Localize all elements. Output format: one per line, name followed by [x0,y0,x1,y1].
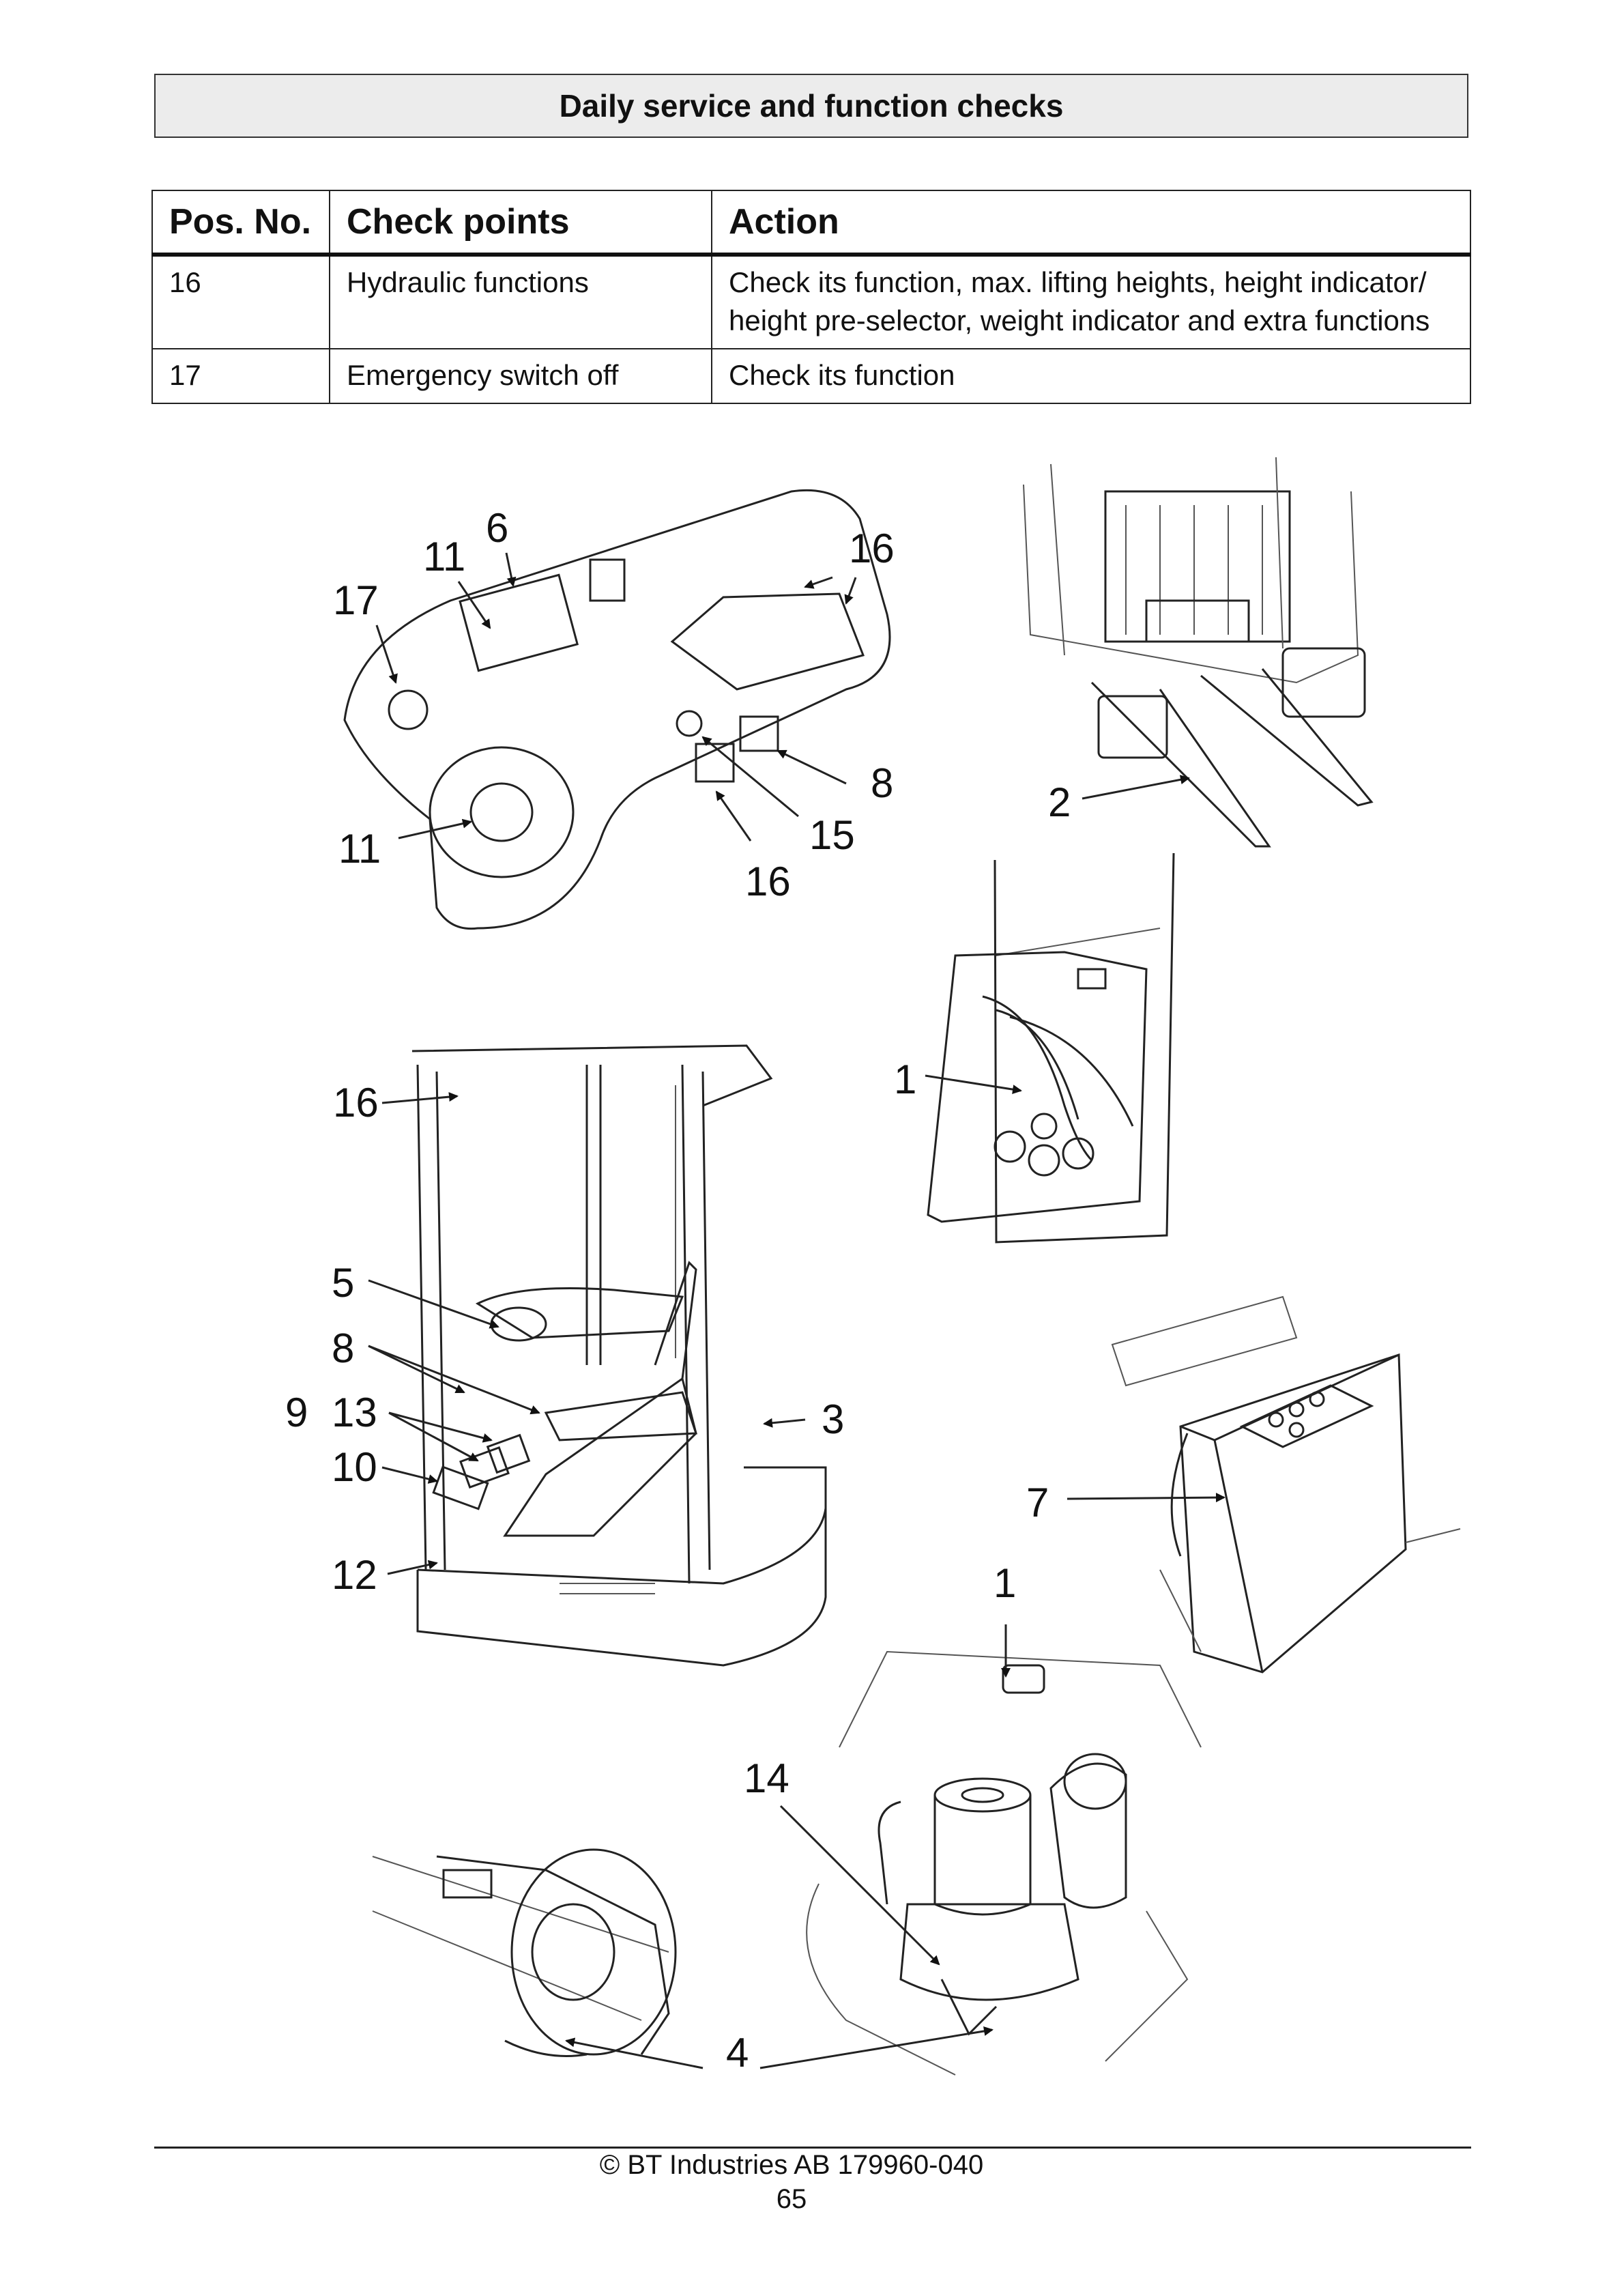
callout-label: 13 [332,1390,377,1435]
page-title: Daily service and function checks [154,74,1468,138]
arrow [1082,775,1190,800]
arrow [457,581,491,629]
battery-drawing [1111,1295,1461,1674]
control-panel-callouts: 6 11 17 16 8 15 16 11 [333,505,895,904]
arrow [381,1092,459,1104]
cell-action: Check its function, max. lifting heights… [711,254,1471,349]
arrow [779,1805,940,1966]
arrow [368,1279,499,1329]
arrow [804,576,833,589]
arrow [715,790,752,842]
cell-check: Hydraulic functions [329,254,712,349]
header-action: Action [711,190,1471,257]
header-pos: Pos. No. [151,190,330,257]
battery-callouts: 7 [1026,1480,1226,1525]
page-number: 65 [776,2184,807,2214]
arrow [368,1345,465,1394]
arrow [777,749,847,785]
callout-label: 1 [894,1057,916,1102]
table-header-row: Pos. No. Check points Action [151,190,1471,257]
arrow [375,625,398,684]
callout-label: 7 [1026,1480,1049,1525]
hydraulic-callouts: 1 [894,1057,1022,1102]
callout-label: 9 [285,1390,308,1435]
callout-label: 4 [726,2030,749,2076]
header-check-points: Check points [329,190,712,257]
callout-label: 14 [744,1755,789,1801]
callout-label: 1 [994,1560,1016,1606]
check-table: Pos. No. Check points Action 16 Hydrauli… [151,190,1471,404]
callout-label: 17 [333,577,379,623]
arrow [505,552,517,587]
callout-label: 15 [809,812,855,858]
arrow [398,818,472,840]
cell-check: Emergency switch off [329,348,712,404]
drive-motor-callouts: 1 14 4 [565,1560,1016,2076]
arrow [1067,1493,1226,1503]
arrow [387,1560,438,1575]
arrow [368,1345,540,1415]
callout-label: 16 [849,526,895,571]
callout-label: 12 [332,1552,377,1598]
callout-label: 11 [423,534,465,579]
arrow [763,1418,806,1428]
arrow [925,1074,1022,1095]
cell-action: Check its function [711,348,1471,404]
callout-label: 16 [745,859,791,904]
callout-label: 8 [332,1325,354,1371]
callout-label: 16 [333,1080,379,1125]
callout-label: 10 [332,1444,377,1490]
arrow [381,1466,438,1484]
arrow [701,736,799,818]
truck-drawing [411,1044,827,1667]
drive-motor-drawing [806,1650,1202,2076]
action-line: Check its function [729,359,955,391]
fork-carriage-drawing [1023,457,1374,848]
callout-label: 8 [871,760,893,806]
arrow [844,577,857,605]
action-line: height pre-selector, weight indicator an… [729,304,1430,336]
table-row: 16 Hydraulic functions Check its functio… [151,254,1471,349]
callout-label: 11 [338,826,381,872]
arrow [759,2026,994,2069]
callout-label: 3 [822,1396,844,1442]
arrow [388,1411,493,1443]
wheel-drawing [372,1848,677,2057]
table-row: 17 Emergency switch off Check its functi… [151,348,1471,404]
footer-copyright: © BT Industries AB 179960-040 [599,2150,984,2180]
arrow [565,2037,704,2069]
callout-label: 5 [332,1260,354,1306]
cell-pos: 16 [151,254,330,349]
callout-label: 2 [1048,779,1071,825]
action-line: Check its function, max. lifting heights… [729,266,1427,298]
cell-pos: 17 [151,348,330,404]
truck-callouts: 16 5 8 9 13 10 12 3 [285,1080,844,1598]
callout-label: 6 [486,505,508,551]
fork-callouts: 2 [1048,775,1190,825]
hydraulic-compartment-drawing [927,852,1175,1244]
footer-rule [154,2147,1471,2149]
control-panel-drawing [343,489,891,930]
arrow [388,1411,479,1462]
